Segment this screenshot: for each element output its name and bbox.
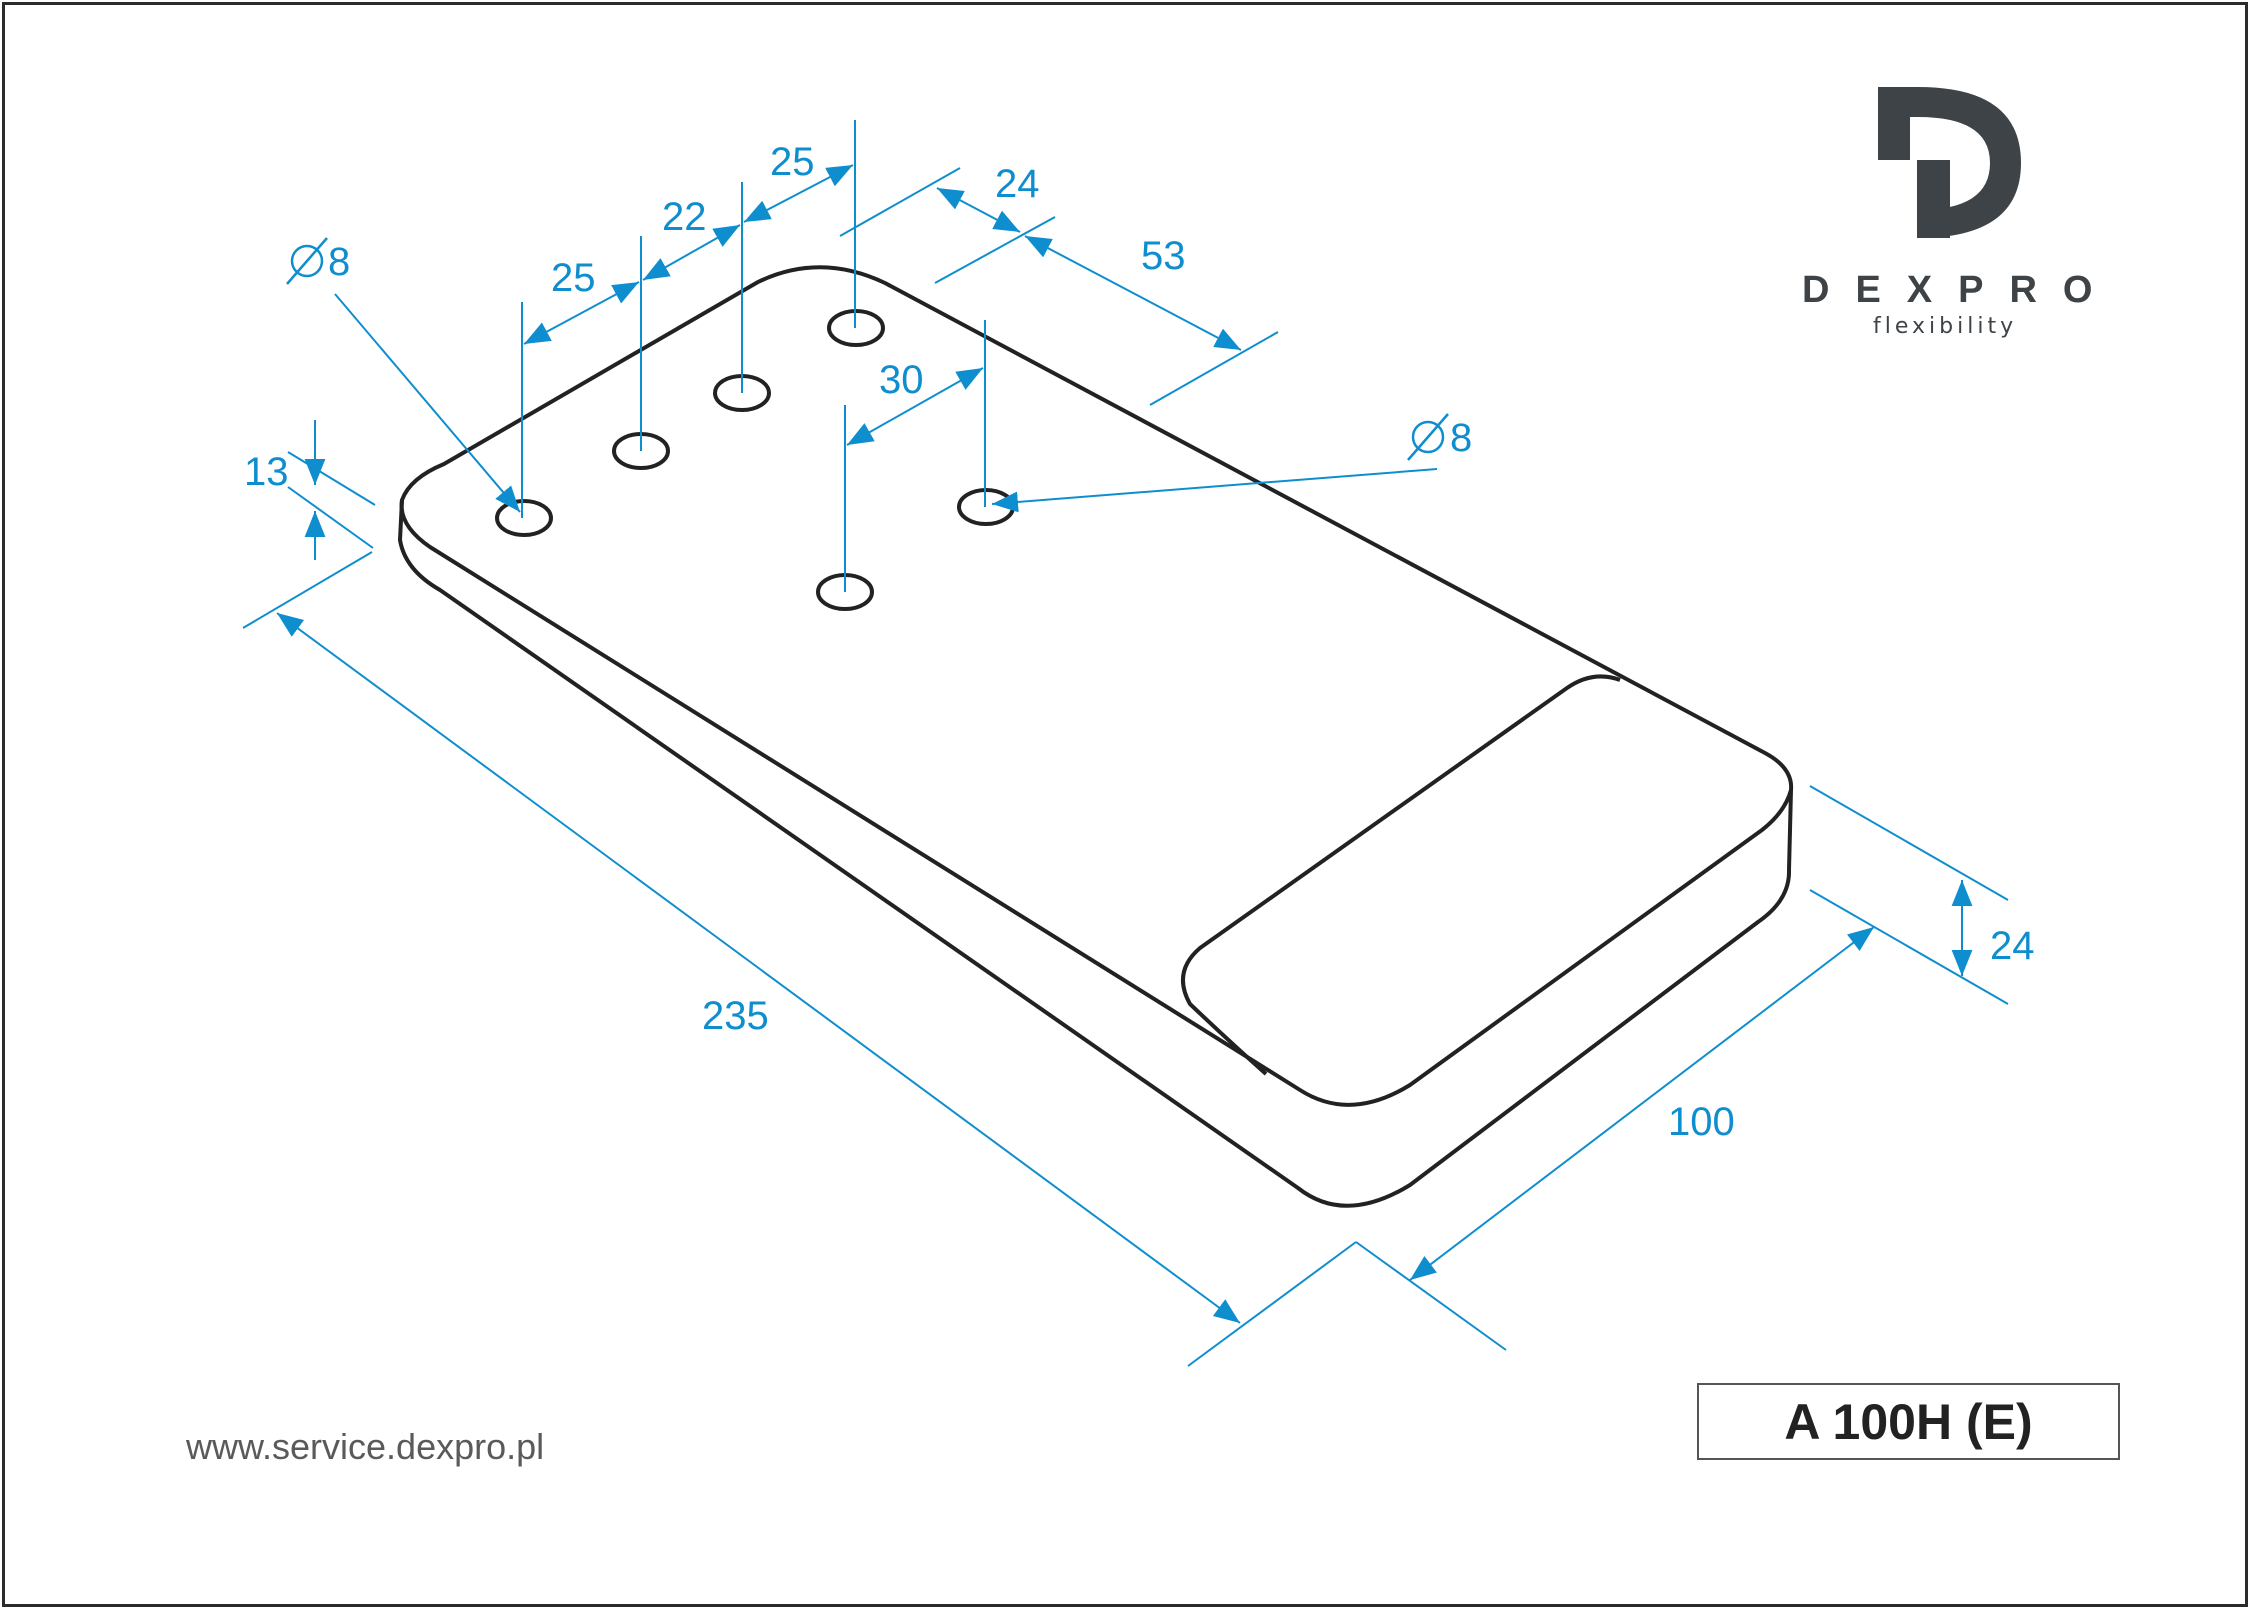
dimension-lines bbox=[242, 120, 2009, 1367]
label-hole-dia-right: 8 bbox=[1450, 416, 1472, 460]
brand-name: DEXPRO bbox=[1802, 269, 2118, 311]
label-spacing-1: 25 bbox=[551, 256, 596, 300]
label-spacing-3: 22 bbox=[662, 195, 707, 239]
logo-mark bbox=[1878, 87, 2021, 238]
hole bbox=[495, 499, 553, 537]
label-inner-offset: 30 bbox=[879, 358, 924, 402]
label-top-offset: 53 bbox=[1141, 234, 1186, 278]
label-spacing-2: 25 bbox=[770, 140, 815, 184]
diameter-icon bbox=[290, 244, 324, 278]
label-thickness: 13 bbox=[244, 450, 289, 494]
dimension-labels: 8 8 25 22 25 24 53 30 13 235 100 24 bbox=[244, 140, 2035, 1144]
front-edge bbox=[398, 499, 1793, 1208]
label-width: 100 bbox=[1668, 1100, 1735, 1144]
part-outline bbox=[398, 265, 1794, 1208]
brand-tagline: flexibility bbox=[1873, 314, 2017, 339]
website-url: www.service.dexpro.pl bbox=[186, 1426, 545, 1467]
end-tab bbox=[1181, 674, 1621, 1076]
model-label: A 100H (E) bbox=[1697, 1383, 2120, 1460]
label-rise: 24 bbox=[1990, 924, 2035, 968]
top-face bbox=[399, 265, 1794, 1107]
label-spacing-4: 24 bbox=[995, 162, 1040, 206]
diameter-symbols bbox=[286, 237, 1449, 461]
diameter-icon bbox=[1411, 420, 1445, 454]
brand-logo: DEXPRO flexibility bbox=[1802, 87, 2118, 339]
label-hole-dia-left: 8 bbox=[328, 240, 350, 284]
label-length: 235 bbox=[702, 994, 769, 1038]
mounting-holes bbox=[495, 309, 1015, 611]
